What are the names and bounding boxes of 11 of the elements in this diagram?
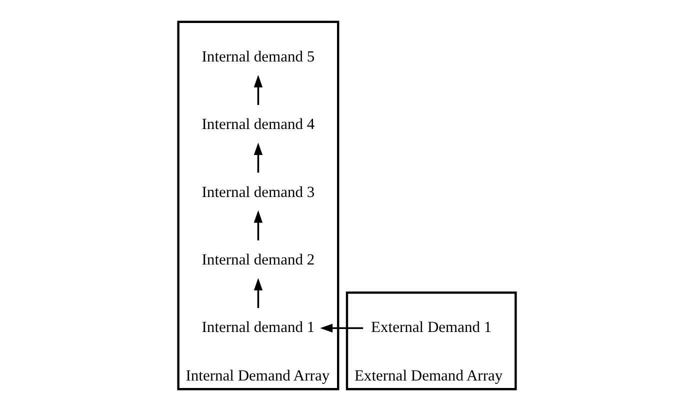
node-text: Internal demand 5	[202, 48, 315, 66]
arrow	[320, 324, 364, 332]
node-text: Internal demand 2	[202, 252, 315, 269]
arrow	[254, 210, 263, 240]
arrow	[254, 142, 263, 173]
arrow	[254, 74, 263, 105]
node-text: Internal demand 3	[202, 184, 315, 201]
node-text: Internal demand 4	[202, 116, 315, 134]
node-text: External Demand 1	[371, 319, 492, 336]
node-text: Internal demand 1	[202, 319, 315, 336]
arrow	[254, 278, 263, 308]
